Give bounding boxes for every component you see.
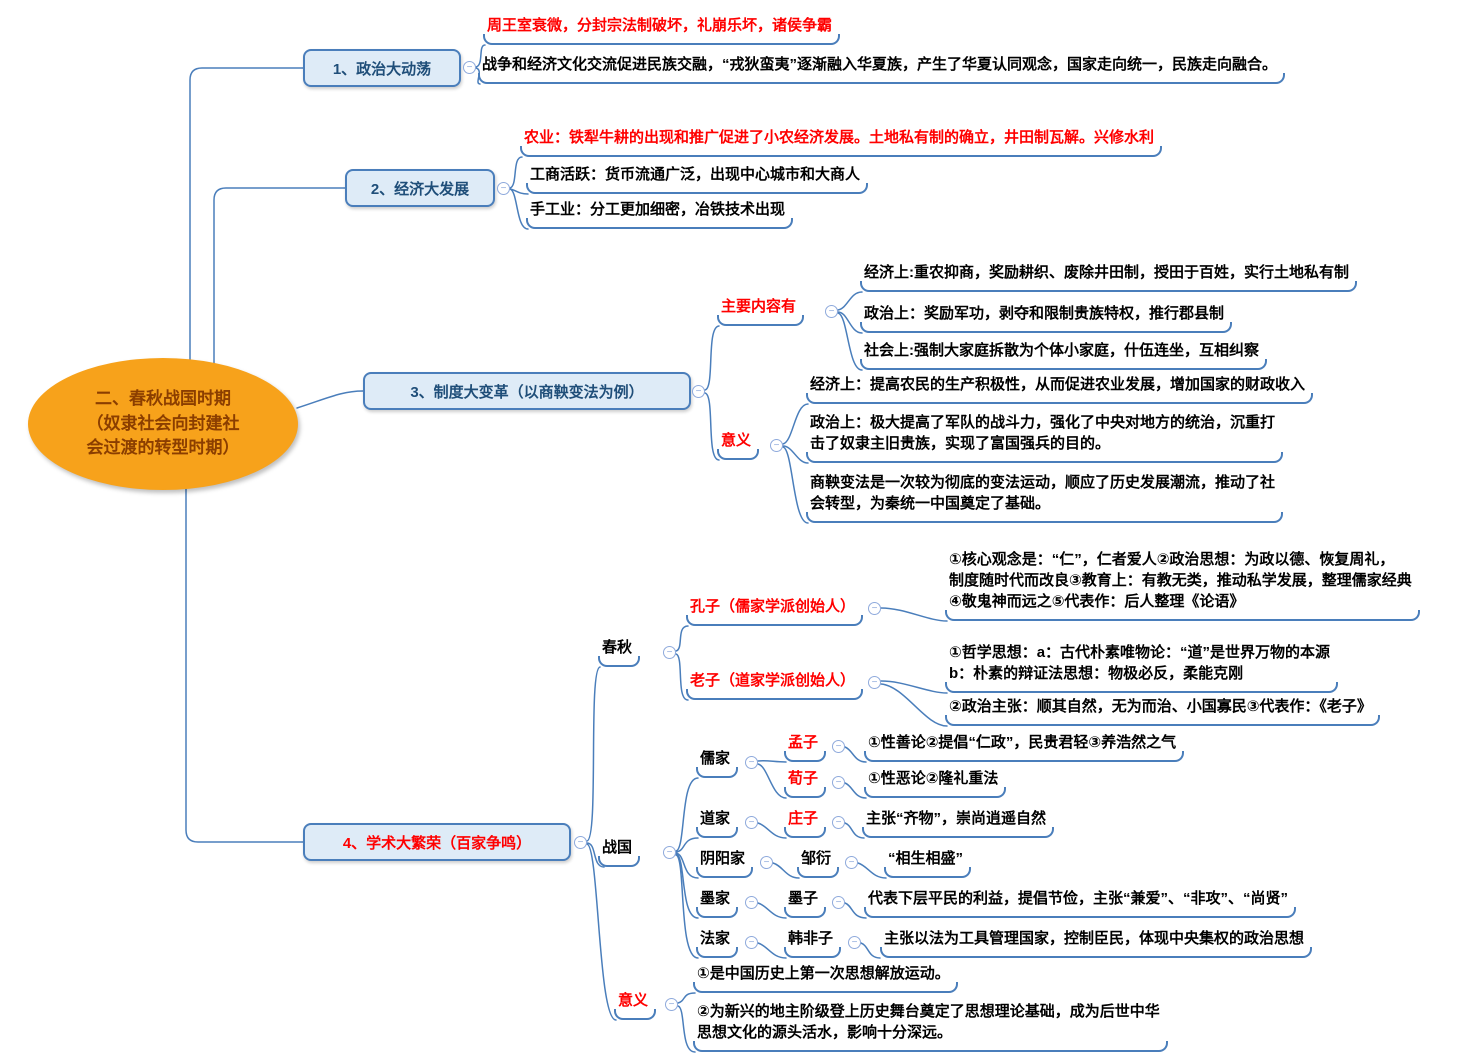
collapse-icon[interactable]: − — [663, 646, 676, 659]
collapse-icon[interactable]: − — [832, 776, 845, 789]
branch-economy-box[interactable]: 2、经济大发展 — [345, 169, 495, 207]
kongzi-label[interactable]: 孔子（儒家学派创始人） — [686, 594, 864, 626]
school-fajia[interactable]: 法家 — [696, 926, 739, 958]
b2-agriculture[interactable]: 农业：铁犁牛耕的出现和推广促进了小农经济发展。土地私有制的确立，井田制瓦解。兴修… — [520, 125, 1163, 157]
hanfeizi-label[interactable]: 韩非子 — [784, 926, 842, 958]
laozi-label[interactable]: 老子（道家学派创始人） — [686, 668, 864, 700]
collapse-icon[interactable]: − — [832, 816, 845, 829]
b3-content-society[interactable]: 社会上:强制大家庭拆散为个体小家庭，什伍连坐，互相纠察 — [860, 338, 1267, 370]
b4-meaning-item-2[interactable]: ②为新兴的地主阶级登上历史舞台奠定了思想理论基础，成为后世中华 思想文化的源头活… — [693, 999, 1168, 1052]
kongzi-detail[interactable]: ①核心观念是：“仁”，仁者爱人②政治思想：为政以德、恢复周礼， 制度随时代而改良… — [945, 547, 1420, 621]
collapse-icon[interactable]: − — [832, 740, 845, 753]
collapse-icon[interactable]: − — [663, 846, 676, 859]
collapse-icon[interactable]: − — [497, 182, 510, 195]
zouyan-detail[interactable]: “相生相盛” — [884, 846, 972, 878]
laozi-detail-2[interactable]: ②政治主张：顺其自然，无为而治、小国寡民③代表作：《老子》 — [945, 694, 1380, 726]
collapse-icon[interactable]: − — [692, 385, 705, 398]
zhuangzi-detail[interactable]: 主张“齐物”，崇尚逍遥自然 — [862, 806, 1055, 838]
collapse-icon[interactable]: − — [760, 856, 773, 869]
collapse-icon[interactable]: − — [745, 936, 758, 949]
hanfeizi-detail[interactable]: 主张以法为工具管理国家，控制臣民，体现中央集权的政治思想 — [880, 926, 1313, 958]
school-yinyangjia[interactable]: 阴阳家 — [696, 846, 754, 878]
b1-note[interactable]: 周王室衰微，分封宗法制破坏，礼崩乐坏，诸侯争霸 — [483, 13, 841, 45]
zhuangzi-label[interactable]: 庄子 — [784, 806, 827, 838]
b3-meaning-politics[interactable]: 政治上：极大提高了军队的战斗力，强化了中央对地方的统治，沉重打 击了奴隶主旧贵族… — [806, 410, 1284, 463]
central-topic[interactable]: 二、春秋战国时期 （奴隶社会向封建社 会过渡的转型时期） — [28, 358, 298, 490]
collapse-icon[interactable]: − — [848, 936, 861, 949]
b2-handicraft[interactable]: 手工业：分工更加细密，冶铁技术出现 — [526, 197, 794, 229]
school-mojia[interactable]: 墨家 — [696, 886, 739, 918]
collapse-icon[interactable]: − — [868, 676, 881, 689]
xunzi-label[interactable]: 荀子 — [784, 766, 827, 798]
branch-politics-box[interactable]: 1、政治大动荡 — [303, 49, 461, 87]
b4-zhanguo-label[interactable]: 战国 — [598, 835, 641, 867]
b4-chunqiu-label[interactable]: 春秋 — [598, 635, 641, 667]
mengzi-detail[interactable]: ①性善论②提倡“仁政”，民贵君轻③养浩然之气 — [864, 730, 1185, 762]
b2-commerce[interactable]: 工商活跃：货币流通广泛，出现中心城市和大商人 — [526, 162, 869, 194]
collapse-icon[interactable]: − — [745, 816, 758, 829]
collapse-icon[interactable]: − — [574, 836, 587, 849]
collapse-icon[interactable]: − — [832, 896, 845, 909]
laozi-detail-1[interactable]: ①哲学思想：a：古代朴素唯物论：“道”是世界万物的本源 b：朴素的辩证法思想：物… — [945, 640, 1339, 693]
mozi-label[interactable]: 墨子 — [784, 886, 827, 918]
school-rujia[interactable]: 儒家 — [696, 746, 739, 778]
xunzi-detail[interactable]: ①性恶论②隆礼重法 — [864, 766, 1007, 798]
branch-academic-box[interactable]: 4、学术大繁荣（百家争鸣） — [303, 823, 571, 861]
collapse-icon[interactable]: − — [825, 305, 838, 318]
collapse-icon[interactable]: − — [463, 61, 476, 74]
b3-content-label[interactable]: 主要内容有 — [717, 294, 805, 326]
b1-detail[interactable]: 战争和经济文化交流促进民族交融，“戎狄蛮夷”逐渐融入华夏族，产生了华夏认同观念，… — [478, 52, 1286, 84]
b4-meaning-item-1[interactable]: ①是中国历史上第一次思想解放运动。 — [693, 961, 958, 993]
b3-content-politics[interactable]: 政治上：奖励军功，剥夺和限制贵族特权，推行郡县制 — [860, 301, 1233, 333]
b4-meaning-label[interactable]: 意义 — [614, 988, 657, 1020]
collapse-icon[interactable]: − — [665, 998, 678, 1011]
collapse-icon[interactable]: − — [868, 602, 881, 615]
collapse-icon[interactable]: − — [770, 439, 783, 452]
school-daojia[interactable]: 道家 — [696, 806, 739, 838]
collapse-icon[interactable]: − — [845, 856, 858, 869]
collapse-icon[interactable]: − — [745, 756, 758, 769]
b3-meaning-overall[interactable]: 商鞅变法是一次较为彻底的变法运动，顺应了历史发展潮流，推动了社 会转型，为秦统一… — [806, 470, 1284, 523]
b3-content-economy[interactable]: 经济上:重农抑商，奖励耕织、废除井田制，授田于百姓，实行土地私有制 — [860, 260, 1357, 292]
b3-meaning-economy[interactable]: 经济上：提高农民的生产积极性，从而促进农业发展，增加国家的财政收入 — [806, 372, 1314, 404]
b3-meaning-label[interactable]: 意义 — [717, 428, 760, 460]
branch-reform-box[interactable]: 3、制度大变革（以商鞅变法为例） — [363, 372, 691, 410]
mozi-detail[interactable]: 代表下层平民的利益，提倡节俭，主张“兼爱”、“非攻”、“尚贤” — [864, 886, 1297, 918]
zouyan-label[interactable]: 邹衍 — [797, 846, 840, 878]
collapse-icon[interactable]: − — [745, 896, 758, 909]
mengzi-label[interactable]: 孟子 — [784, 730, 827, 762]
